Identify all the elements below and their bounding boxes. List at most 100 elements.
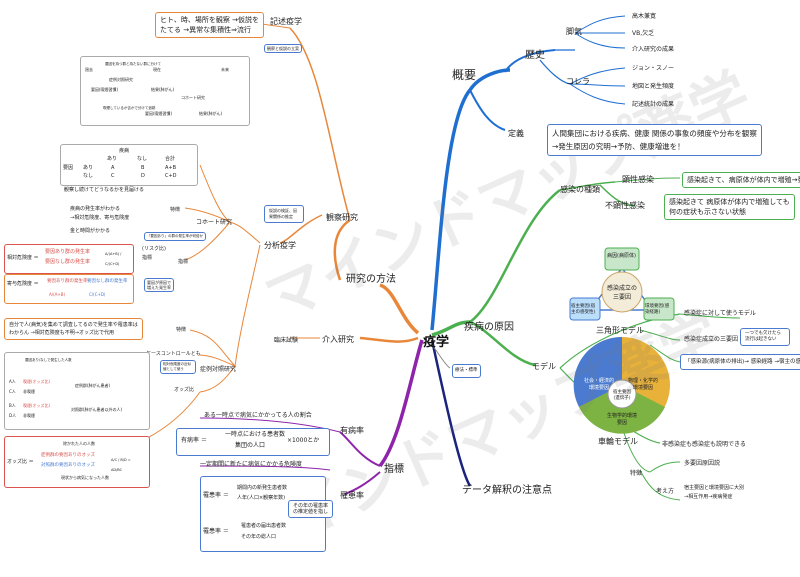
triangle-note-2: 感染症成立の三要因 — [684, 336, 739, 343]
cc-row-a-label: 喫煙(オッズ比) — [23, 379, 51, 384]
incidence-def: 一定期間に新たに病気にかかる危険度 — [200, 461, 303, 468]
cc-legend: 要因あり/なしで発生した人数 — [25, 358, 72, 362]
rr-denominator: 要因なし群の発生率 — [45, 259, 91, 265]
analytic-note: 仮説の検証、因果関係の推定 — [264, 205, 304, 223]
wheel-seg-biological: 生物学的環境要因 — [606, 413, 637, 426]
definition-node: 定義 — [508, 129, 524, 138]
cohort-feature-label: 特徴 — [170, 207, 181, 213]
cohort-text-4: 金と時間がかかる — [70, 228, 111, 234]
wheel-caption: 車輪モデル — [598, 437, 638, 446]
rr-label: 相対危険度 ＝ — [7, 255, 39, 261]
case-feature-label: 特徴 — [176, 327, 187, 333]
rr-note: (リスク比) — [142, 246, 166, 252]
history-node: 歴史 — [525, 50, 545, 61]
descriptive-text-2: たてる →異常な集積性⇒流行 — [160, 26, 251, 34]
case-control-alias: ケースコントロールとも — [146, 351, 201, 357]
mind-map: マインドマップ薬学 マインドマップ薬学 疫学 概要 歴史 脚気 高木兼寛 VB,… — [4, 12, 800, 574]
data-note-node: データ解釈の注意点 — [462, 485, 552, 496]
wheel-idea-label: 考え方 — [656, 488, 675, 495]
incidence-node: 罹患率 — [340, 491, 364, 500]
definition-text-1: 人間集団における疾病、健康 関係の事象の頻度や分布を観察 — [552, 129, 757, 138]
ar-simp-2: C/(C+D) — [89, 292, 106, 297]
case-feature-box: 自分で人(病気)を集めて調査してるので発生率や罹患率は わからん →相対危険度も… — [4, 318, 143, 340]
table-cell-c: C — [111, 173, 115, 179]
rr-relative-risk-label: 指標 — [142, 255, 153, 261]
triangle-middle-label: 感染成立の三要因 — [606, 285, 637, 301]
cc-case-box: 症例群(肺がん患者) — [75, 383, 111, 388]
odds-note: 相対危険度の近似値として使う — [160, 360, 196, 374]
or-simplified: A/C / B/D = AD/BC — [111, 458, 131, 472]
prevalence-denominator: 集団の人口 — [235, 442, 266, 449]
center-node: 疫学 — [423, 335, 450, 350]
cc-row-b-label: 喫煙(オッズ比) — [23, 403, 51, 408]
timeline-past: 過去 — [85, 67, 93, 72]
descriptive-box: ヒト、時、場所を観察 →仮説を たてる →異常な集積性⇒流行 — [155, 12, 264, 38]
triangle-left-label: 宿主要因(宿主の感受性) — [571, 304, 596, 315]
cc-control-box: 対照群(肺がん患者以外の人) — [71, 407, 123, 412]
incidence-f1-den: 人年(人口×観察年数) — [237, 495, 286, 501]
cohort-index-label: 指標 — [178, 259, 189, 265]
infection-types-node: 感染の種類 — [560, 185, 600, 194]
beriberi-node: 脚気 — [566, 27, 582, 36]
prevalence-numerator: 一時点における患者数 — [225, 431, 286, 438]
ar-b: 要因なし群の発生率 — [87, 279, 128, 284]
case-control-diagram: 要因あり/なしで発生した人数 A人 喫煙(オッズ比) C人 非喫煙 B人 喫煙(… — [4, 352, 150, 430]
diagram-bottom-box: 喫煙しているか否かで分けて追跡 — [103, 106, 156, 110]
timeline-present: 現在 — [153, 67, 161, 72]
contingency-table: 疾病 あり なし 合計 要因 あり A B A+B なし C D C+D — [60, 144, 198, 186]
overt-infection-box: 感染起きて、病原体が体内で増殖→発病 — [682, 172, 800, 188]
cc-row-d-label: 非喫煙 — [23, 413, 35, 418]
beriberi-item-2: VB,欠乏 — [632, 30, 655, 37]
or-label: オッズ比 ＝ — [7, 459, 34, 465]
wheel-note-4: →相互作用→疾病発症 — [684, 494, 733, 500]
or-top-note: 除かれた人の人数 — [63, 441, 95, 446]
analytic-node: 分析疫学 — [264, 241, 296, 250]
prevalence-def: ある一時点で病気にかかってる人の割合 — [204, 412, 312, 419]
table-cell-b: B — [141, 165, 145, 171]
cc-row-b: B人 — [9, 403, 16, 408]
inapparent-infection-node: 不顕性感染 — [605, 201, 645, 210]
incidence-note-box: その年の罹患率 の推定値を指し — [288, 500, 334, 518]
cc-row-d: D人 — [9, 413, 17, 418]
table-cell-cd: C+D — [165, 173, 177, 179]
wheel-feature-label: 特徴 — [630, 470, 643, 477]
study-design-diagram: 過去 現在 未来 要因を持つ群と持たない群に分けて 症例対照研究 要因(喫煙習慣… — [80, 56, 250, 126]
clinical-trial-node: 臨床試験 — [274, 337, 299, 344]
wheel-note-1: 非感染症も感染症も説明できる — [662, 441, 746, 448]
rr-numerator: 要因あり群の発生率 — [45, 249, 91, 255]
table-cell-a: A — [111, 165, 115, 171]
table-cell-ab: A+B — [165, 165, 177, 171]
cohort-text-1: 観察し続けてどうなるかを見届ける — [64, 187, 145, 193]
ar-a: 要因あり群の発生率 — [47, 279, 88, 284]
incidence-f2-den: その年の総人口 — [241, 534, 277, 540]
descriptive-note: 観察と仮説の立案 — [264, 44, 302, 53]
or-bottom-note: 現状から病気になった人数 — [61, 475, 109, 480]
beriberi-item-1: 高木兼寛 — [632, 13, 657, 20]
incidence-f1-label: 罹患率 ＝ — [203, 492, 229, 499]
cc-row-a: A人 — [9, 379, 16, 384]
methods-node: 研究の方法 — [346, 274, 396, 285]
cc-row-c: C人 — [9, 389, 16, 394]
cause-node: 疾病の原因 — [464, 322, 514, 333]
diagram-top-box: 要因を持つ群と持たない群に分けて — [105, 62, 161, 66]
cohort-text-3: →相対危険度、寄与危険度 — [70, 215, 130, 221]
descriptive-text-1: ヒト、時、場所を観察 →仮説を — [160, 16, 259, 24]
inapparent-text-2: 何の症状も示さない状態 — [669, 208, 746, 216]
incidence-f2-num: 罹患者の届出患者数 — [241, 523, 287, 529]
diagram-result-2: 結果(肺がん) — [199, 111, 223, 116]
case-control-node: 症例対照研究 — [200, 366, 237, 373]
attributable-risk-formula: 寄与危険度 ＝ 要因あり群の発生率 要因なし群の発生率 A/(A+B) C/(C… — [4, 274, 134, 304]
definition-text-2: →発生原因の究明→予防、健康増進を！ — [552, 142, 685, 151]
diagram-factor-1: 要因(喫煙習慣) — [91, 87, 119, 92]
diagram-factor-2: 要因(喫煙習慣) — [145, 111, 173, 116]
cohort-text-2: 疾病の発生率がわかる — [70, 206, 121, 212]
inapparent-text-1: 感染起きて 病原体が体内で増殖しても — [669, 198, 790, 206]
cohort-node: コホート研究 — [196, 219, 233, 226]
prevalence-formula: 有病率 ＝ 一時点における患者数 集団の人口 ×1000とか — [176, 428, 330, 456]
observational-node: 観察研究 — [326, 213, 358, 222]
cholera-node: コレラ — [566, 77, 590, 86]
table-row1-label: あり — [83, 165, 94, 171]
wheel-note-2: 多要因原因説 — [684, 460, 721, 467]
triangle-note-3: 「感染源(病原体の排出)→ 感染経路 →宿主の感受性」 — [680, 354, 800, 370]
cholera-item-2: 地図と発生頻度 — [632, 83, 675, 90]
